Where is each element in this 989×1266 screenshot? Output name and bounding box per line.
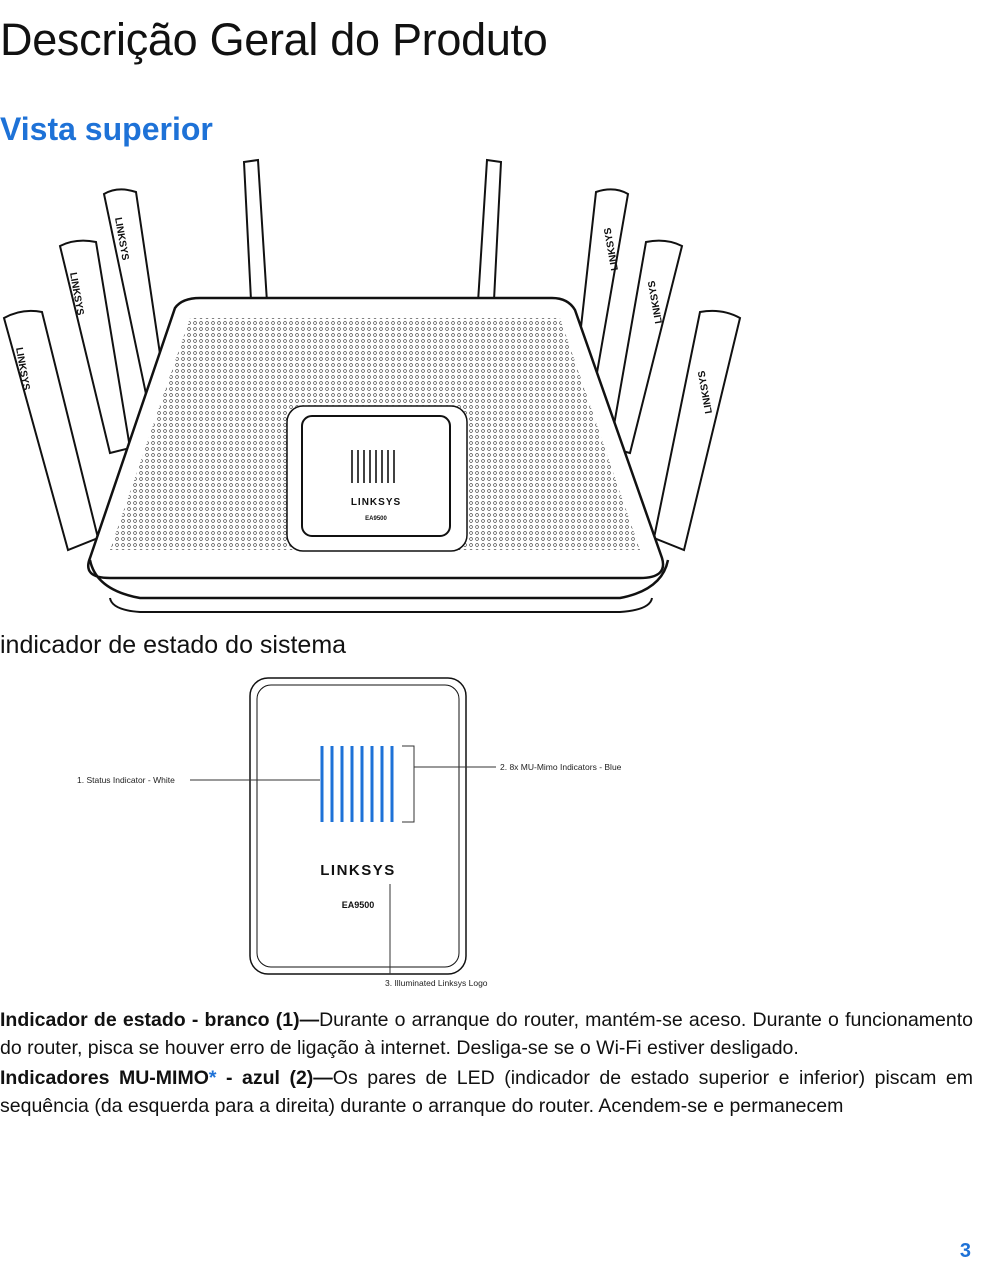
antenna-left-3	[2, 309, 100, 552]
panel-model-label: EA9500	[342, 900, 375, 910]
antenna-left-2	[58, 239, 132, 455]
page-title: Descrição Geral do Produto	[0, 14, 548, 65]
paragraph-text: Durante o arranque do router, mantém-se …	[0, 1009, 973, 1059]
router-base	[88, 559, 670, 600]
callout-illuminated-logo: 3. Illuminated Linksys Logo	[385, 978, 488, 988]
panel-brand-logo: LINKSYS	[320, 862, 396, 879]
mu-mimo-led-group	[320, 746, 394, 822]
paragraph-status-indicator: Indicador de estado - branco (1)—Durante…	[0, 1006, 973, 1062]
router-led-strip	[351, 450, 395, 483]
antenna-back-right	[475, 158, 503, 322]
callout-status-indicator: 1. Status Indicator - White	[77, 775, 175, 785]
antenna-right-3	[652, 309, 742, 552]
panel-inner	[256, 684, 460, 968]
body-text: Indicador de estado - branco (1)—Durante…	[0, 1006, 973, 1122]
status-panel-illustration: LINKSYS EA9500 1. Status Indicator - Whi…	[77, 677, 622, 988]
router-brand-logo: LINKSYS	[351, 497, 401, 508]
router-model-label: EA9500	[365, 516, 387, 522]
section-title: Vista superior	[0, 111, 213, 147]
paragraph-text: Os pares de LED (indicador de estado sup…	[0, 1067, 973, 1117]
paragraph-mu-mimo: Indicadores MU-MIMO* - azul (2)—Os pares…	[0, 1064, 973, 1120]
router-top-view-illustration: LINKSYS LINKSYS LINKSYS LINKSYS LINKSYS …	[2, 158, 742, 613]
footnote-asterisk[interactable]: *	[208, 1067, 217, 1089]
page-number: 3	[959, 1240, 971, 1262]
antenna-back-left	[242, 158, 270, 322]
system-status-heading: indicador de estado do sistema	[0, 631, 347, 659]
paragraph-lead: Indicador de estado - branco (1)—	[0, 1009, 320, 1031]
antenna-right-2	[608, 239, 684, 455]
callout-mu-mimo-indicators: 2. 8x MU-Mimo Indicators - Blue	[500, 762, 622, 772]
callout-2-bracket	[402, 745, 415, 823]
paragraph-lead: Indicadores MU-MIMO* - azul (2)—	[0, 1067, 333, 1089]
